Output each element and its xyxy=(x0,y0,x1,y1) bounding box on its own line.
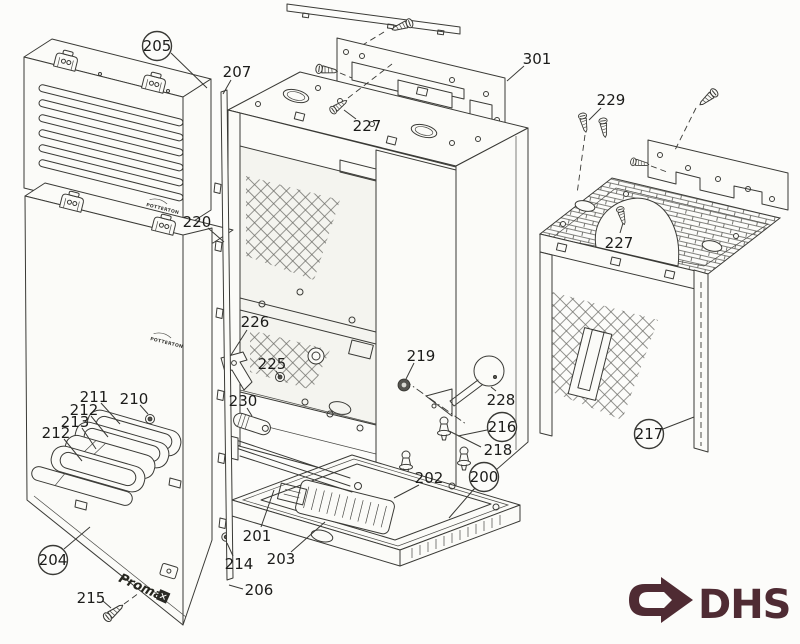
part-callout-204: 204 xyxy=(37,526,91,576)
part-callout-230: 230 xyxy=(229,392,258,417)
svg-text:301: 301 xyxy=(523,50,552,68)
part-callout-217: 217 xyxy=(633,416,695,450)
part-callout-215: 215 xyxy=(77,589,112,609)
svg-text:230: 230 xyxy=(229,392,258,410)
part-callout-216: 216 xyxy=(457,411,518,443)
svg-text:201: 201 xyxy=(243,527,272,545)
part-callout-227: 227 xyxy=(343,109,382,135)
part-callout-228: 228 xyxy=(487,386,516,409)
svg-text:220: 220 xyxy=(183,213,212,231)
part-callout-203: 203 xyxy=(267,521,326,568)
window-stack xyxy=(29,406,185,511)
svg-text:213: 213 xyxy=(61,413,90,431)
part-callout-212: 212 xyxy=(42,424,83,462)
svg-text:211: 211 xyxy=(80,388,109,406)
svg-text:217: 217 xyxy=(635,425,664,443)
svg-text:215: 215 xyxy=(77,589,106,607)
svg-text:207: 207 xyxy=(223,63,252,81)
part-callout-206: 206 xyxy=(228,581,274,599)
svg-text:206: 206 xyxy=(245,581,274,599)
part-callout-301: 301 xyxy=(506,50,552,82)
part-callout-205: 205 xyxy=(141,30,208,89)
right-case-217 xyxy=(538,86,789,453)
svg-text:210: 210 xyxy=(120,390,149,408)
part-callout-218: 218 xyxy=(448,430,513,459)
top-bracket-strip xyxy=(286,3,461,50)
svg-text:205: 205 xyxy=(143,37,172,55)
svg-text:228: 228 xyxy=(487,391,516,409)
main-case xyxy=(227,63,529,506)
dhs-logo-text: DHS xyxy=(698,582,791,628)
svg-text:200: 200 xyxy=(470,468,499,486)
part-callout-207: 207 xyxy=(222,63,252,95)
part-callout-219: 219 xyxy=(405,347,436,380)
svg-text:218: 218 xyxy=(484,441,513,459)
svg-text:212: 212 xyxy=(42,424,71,442)
svg-text:227: 227 xyxy=(605,234,634,252)
part-callout-213: 213 xyxy=(61,413,97,450)
part-callout-229: 229 xyxy=(588,91,626,121)
proma-badge: Proma xyxy=(116,571,171,604)
part-callout-214: 214 xyxy=(225,542,254,573)
part-callout-227: 227 xyxy=(605,222,634,252)
svg-text:219: 219 xyxy=(407,347,436,365)
svg-text:225: 225 xyxy=(258,355,287,373)
svg-text:214: 214 xyxy=(225,555,254,573)
base-tray-200 xyxy=(231,454,521,567)
callout-layer: 205 207 301 227 229 227 217 220 226 225 230 219 228 2… xyxy=(37,30,695,609)
svg-text:202: 202 xyxy=(415,469,444,487)
svg-text:204: 204 xyxy=(39,551,68,569)
part-callout-202: 202 xyxy=(393,469,444,499)
svg-text:229: 229 xyxy=(597,91,626,109)
rear-panel-205: POTTERTON xyxy=(23,38,212,229)
part-callout-212: 212 xyxy=(70,401,109,438)
svg-text:226: 226 xyxy=(241,313,270,331)
part-callout-211: 211 xyxy=(80,388,121,425)
part-callout-210: 210 xyxy=(120,390,149,415)
dhs-logo: DHS xyxy=(629,577,792,628)
svg-text:203: 203 xyxy=(267,550,296,568)
part-callout-201: 201 xyxy=(243,489,275,545)
part-callout-225: 225 xyxy=(258,355,287,378)
part-callout-226: 226 xyxy=(230,313,270,356)
svg-text:212: 212 xyxy=(70,401,99,419)
svg-text:216: 216 xyxy=(488,418,517,436)
part-callout-200: 200 xyxy=(448,461,500,519)
part-callout-220: 220 xyxy=(183,213,225,243)
svg-text:227: 227 xyxy=(353,117,382,135)
dhs-arrow-icon xyxy=(629,577,693,623)
